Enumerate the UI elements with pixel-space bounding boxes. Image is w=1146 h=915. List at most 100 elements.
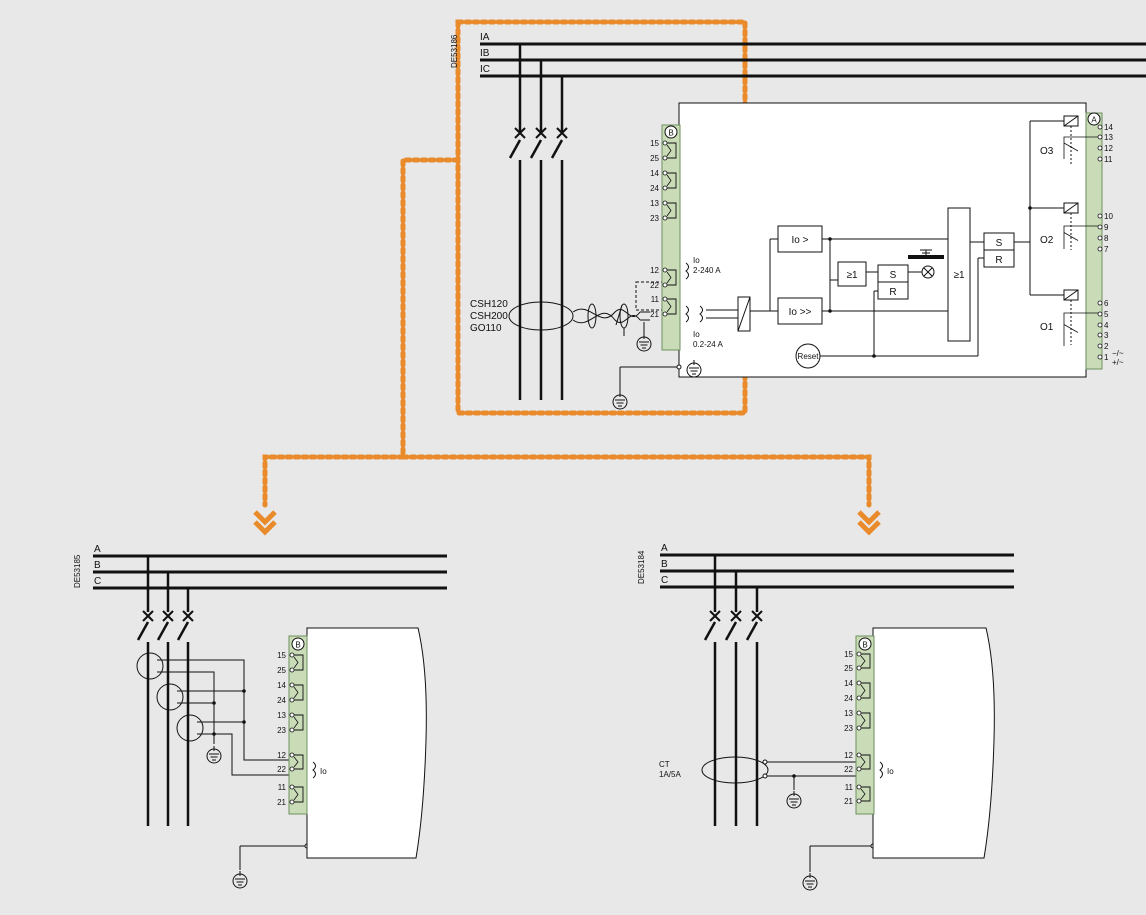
- io-high-label: Io: [693, 256, 700, 265]
- output-contact: [1063, 225, 1098, 249]
- br-relay-unit: [872, 627, 995, 859]
- terminal-pin: [1097, 246, 1103, 252]
- connector-a-label: A: [1091, 116, 1097, 125]
- block-io-gtgt: Io >>: [789, 307, 812, 318]
- terminal-link: [861, 653, 871, 669]
- terminal-link: [861, 754, 871, 770]
- terminal-label: 14: [277, 681, 286, 690]
- terminal-pin: [856, 665, 862, 671]
- terminal-link: [861, 786, 871, 802]
- latch2-r: R: [995, 255, 1002, 266]
- terminal-link: [667, 172, 677, 189]
- connector-b-badge: [664, 125, 678, 139]
- terminal-pin: [289, 697, 295, 703]
- terminal-link: [667, 298, 677, 315]
- terminal-contact: [666, 174, 672, 187]
- terminal-label: 25: [277, 666, 286, 675]
- gate-or-big: ≥1: [953, 270, 964, 281]
- terminal-contact: [293, 788, 299, 801]
- supply-plus: +/~: [1112, 358, 1124, 367]
- terminal-pin: [662, 282, 668, 288]
- terminal-label: 21: [650, 310, 659, 319]
- top-diagram-code: DE53186: [450, 34, 459, 68]
- terminal-pin: [289, 652, 295, 658]
- terminal-pin: [289, 766, 295, 772]
- io-high-range: 2-240 A: [693, 266, 721, 275]
- terminal-label: 6: [1104, 299, 1109, 308]
- terminal-label: 11: [651, 295, 660, 304]
- terminal-label: 13: [1104, 133, 1113, 142]
- io-low-label: Io: [693, 330, 700, 339]
- phase-label-a: IA: [480, 32, 490, 43]
- terminal-pin: [662, 296, 668, 302]
- terminal-pin: [662, 200, 668, 206]
- terminal-pin: [1097, 332, 1103, 338]
- terminal-pin: [1097, 354, 1103, 360]
- terminal-pin: [1097, 322, 1103, 328]
- terminal-contact: [293, 656, 299, 669]
- terminal-link: [294, 654, 304, 671]
- sensor-label-3: GO110: [470, 323, 502, 334]
- terminal-pin: [289, 667, 295, 673]
- terminal-link: [667, 269, 677, 286]
- br-io-label: Io: [887, 767, 894, 776]
- terminal-contact: [860, 788, 866, 800]
- bl-io-label: Io: [320, 767, 327, 776]
- arrow-right-icon: [857, 510, 881, 536]
- bottom-left-diagram: DE53185 A B C: [73, 544, 447, 889]
- terminal-link: [667, 202, 677, 219]
- bl-connector-label: B: [295, 641, 300, 650]
- terminal-link: [294, 714, 304, 731]
- terminal-pin: [1097, 134, 1103, 140]
- bl-connector-badge: [291, 637, 305, 651]
- terminal-pin: [856, 680, 862, 686]
- terminal-label: 15: [844, 650, 853, 659]
- terminal-label: 12: [277, 751, 286, 760]
- terminal-pin: [856, 695, 862, 701]
- terminal-link: [667, 142, 677, 159]
- terminal-link: [294, 754, 304, 770]
- terminal-pin: [289, 752, 295, 758]
- bl-phase-b: B: [94, 560, 101, 571]
- io-low-range: 0.2-24 A: [693, 340, 723, 349]
- terminal-label: 23: [277, 726, 286, 735]
- terminal-label: 15: [277, 651, 286, 660]
- terminal-label: 11: [845, 783, 854, 792]
- terminal-pin: [1097, 300, 1103, 306]
- terminal-pin: [856, 798, 862, 804]
- br-connector-label: B: [862, 641, 867, 650]
- terminal-label: 3: [1104, 331, 1109, 340]
- br-phase-c: C: [661, 575, 668, 586]
- terminal-label: 14: [844, 679, 853, 688]
- latch2-s: S: [996, 238, 1003, 249]
- terminal-contact: [666, 144, 672, 157]
- terminal-label: 24: [650, 184, 659, 193]
- terminal-pin: [289, 727, 295, 733]
- block-io-gt: Io >: [792, 235, 809, 246]
- terminal-pin: [1097, 235, 1103, 241]
- terminal-contact: [666, 271, 672, 284]
- bl-phase-a: A: [94, 544, 101, 555]
- terminal-label: 22: [650, 281, 659, 290]
- ct-label: CT: [659, 760, 670, 769]
- terminal-pin: [1097, 213, 1103, 219]
- terminal-label: 25: [844, 664, 853, 673]
- output-o2: O2: [1040, 235, 1054, 246]
- gate-or-small: ≥1: [846, 270, 857, 281]
- terminal-contact: [666, 300, 672, 313]
- reset-button[interactable]: Reset: [798, 352, 820, 361]
- bl-phase-c: C: [94, 576, 101, 587]
- terminal-label: 25: [650, 154, 659, 163]
- top-diagram: DE53186 IA IB IC CSH120: [450, 32, 1146, 410]
- terminal-contact: [860, 714, 866, 727]
- terminal-strip-a: [1085, 112, 1103, 370]
- terminal-label: 15: [650, 139, 659, 148]
- terminal-pin: [662, 185, 668, 191]
- br-phase-b: B: [661, 559, 668, 570]
- terminal-pin: [1097, 311, 1103, 317]
- terminal-contact: [860, 655, 866, 667]
- terminal-label: 21: [277, 798, 286, 807]
- terminal-pin: [856, 766, 862, 772]
